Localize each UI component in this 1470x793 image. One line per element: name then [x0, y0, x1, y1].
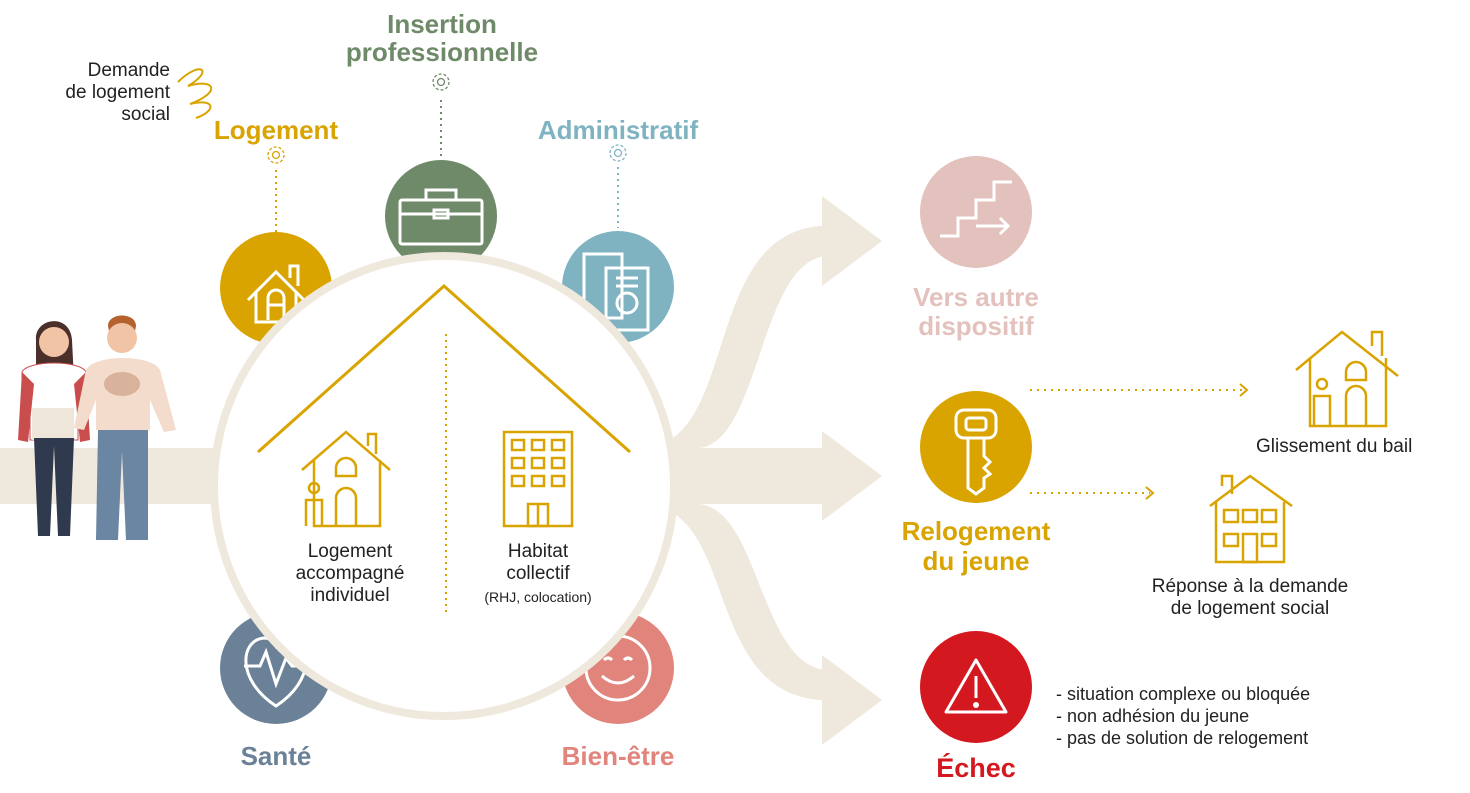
stairs-arrow-icon	[940, 180, 1012, 238]
squiggle-arrow-icon	[177, 68, 213, 119]
house-icon	[246, 264, 306, 324]
vers-autre-dispositif-label: Vers autre dispositif	[913, 282, 1039, 341]
reponse-house-icon	[1209, 474, 1293, 564]
documents-icon	[582, 252, 650, 332]
briefcase-icon	[398, 188, 484, 246]
insertion-label: Insertion professionnelle	[345, 9, 539, 67]
gear-icon	[432, 73, 450, 91]
habitat-collectif-note: (RHJ, colocation)	[484, 589, 592, 605]
reponse-demande-label: Réponse à la demande de logement social	[1151, 576, 1349, 619]
demande-logement-social-label: Demande de logement social	[65, 60, 170, 125]
gear-icons	[267, 73, 627, 164]
logement-individuel-label: Logement accompagné individuel	[295, 541, 405, 606]
echec-reason-item: - non adhésion du jeune	[1056, 706, 1250, 726]
glissement-bail-label: Glissement du bail	[1256, 436, 1413, 457]
pillar-connectors	[275, 100, 619, 232]
young-people-illustration	[18, 315, 176, 540]
roof-outline	[257, 283, 631, 454]
echec-reason-item: - situation complexe ou bloquée	[1056, 684, 1311, 704]
echec-reasons-list: - situation complexe ou bloquée - non ad…	[1056, 683, 1416, 749]
sante-label: Santé	[240, 741, 312, 771]
relogement-label: Relogement du jeune	[901, 516, 1051, 576]
relogement-arrows	[1030, 383, 1249, 500]
key-icon	[954, 408, 998, 496]
echec-label: Échec	[936, 753, 1016, 783]
bail-house-icon	[1295, 330, 1399, 428]
bien-etre-label: Bien-être	[561, 741, 675, 771]
individual-house-icon	[301, 430, 391, 528]
habitat-collectif-label: Habitat collectif	[506, 541, 570, 584]
central-circle	[210, 252, 678, 720]
logement-label: Logement	[213, 115, 339, 145]
gear-icon	[609, 144, 627, 162]
building-icon	[502, 430, 574, 528]
gear-icon	[267, 146, 285, 164]
administratif-label: Administratif	[537, 115, 699, 145]
warning-icon	[944, 658, 1008, 714]
relogement-circle	[920, 391, 1032, 503]
echec-reason-item: - pas de solution de relogement	[1056, 728, 1309, 748]
